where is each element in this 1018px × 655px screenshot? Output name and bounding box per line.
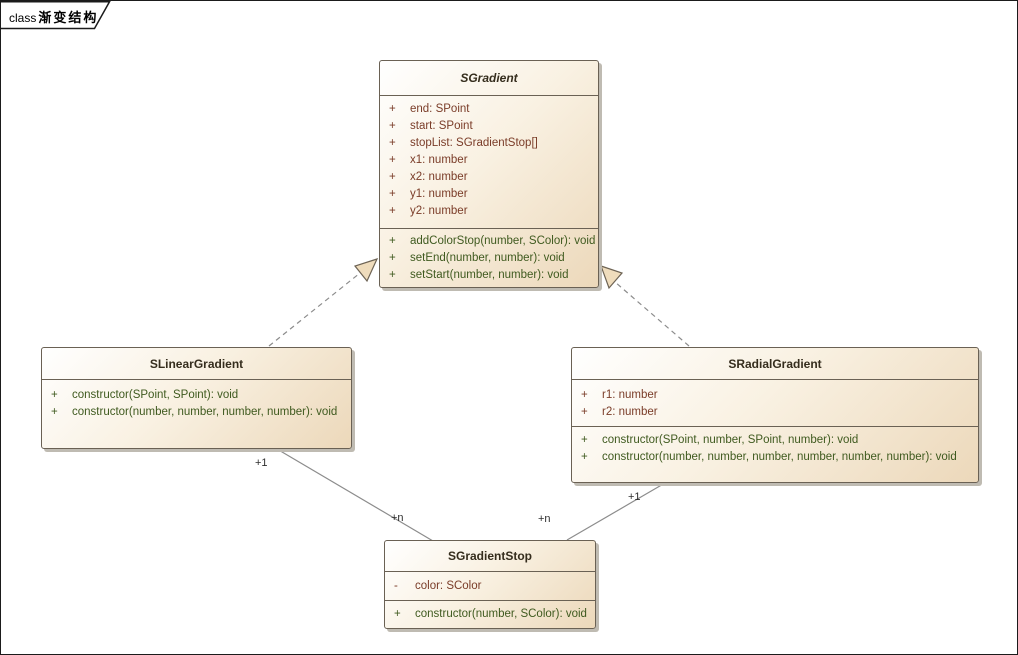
method-text: constructor(number, SColor): void (415, 608, 587, 620)
visibility-sign: + (389, 103, 396, 115)
attribute-row: + y1: number (380, 186, 598, 203)
attribute-row: + y2: number (380, 203, 598, 220)
class-title: SGradientStop (447, 549, 532, 563)
attribute-text: r1: number (602, 389, 658, 401)
attribute-row: + x2: number (380, 169, 598, 186)
attribute-row: + r2: number (572, 404, 978, 421)
class-box-sgradient[interactable]: SGradient + end: SPoint + start: SPoint + s… (379, 60, 599, 288)
method-text: setStart(number, number): void (410, 269, 569, 281)
attribute-text: y2: number (410, 205, 468, 217)
diagram-title: 渐变结构 (38, 10, 99, 25)
attribute-row: + r1: number (572, 387, 978, 404)
attribute-text: x1: number (410, 154, 468, 166)
visibility-sign: + (581, 389, 588, 401)
attribute-row: + x1: number (380, 152, 598, 169)
method-text: constructor(number, number, number, numb… (72, 406, 338, 418)
attributes-compartment: - color: SColor (385, 571, 595, 600)
attributes-compartment: + end: SPoint + start: SPoint + stopList: S… (380, 95, 598, 228)
visibility-sign: + (389, 252, 396, 264)
generalization-connector-radial[interactable] (614, 281, 690, 347)
association-connector-radial-stop[interactable] (566, 482, 666, 541)
method-text: addColorStop(number, SColor): void (410, 235, 596, 247)
visibility-sign: + (389, 137, 396, 149)
attribute-row: + end: SPoint (380, 101, 598, 118)
attribute-text: y1: number (410, 188, 468, 200)
method-row: + constructor(number, number, number, num… (572, 449, 978, 466)
multiplicity-label: +n (538, 513, 551, 525)
method-text: setEnd(number, number): void (410, 252, 565, 264)
visibility-sign: + (389, 154, 396, 166)
visibility-sign: + (389, 120, 396, 132)
visibility-sign: + (51, 406, 58, 418)
attribute-text: color: SColor (415, 580, 482, 592)
attribute-text: stopList: SGradientStop[] (410, 137, 538, 149)
methods-compartment: + constructor(SPoint, number, SPoint, num… (572, 426, 978, 482)
frame-keyword: class (9, 11, 37, 25)
generalization-arrowhead-icon (600, 265, 624, 290)
method-row: + constructor(SPoint, number, SPoint, num… (572, 432, 978, 449)
method-row: + constructor(number, number, number, num… (42, 404, 351, 421)
attribute-text: start: SPoint (410, 120, 473, 132)
method-text: constructor(SPoint, number, SPoint, numb… (602, 434, 859, 446)
class-box-sgradientstop[interactable]: SGradientStop - color: SColor + constructo… (384, 540, 596, 629)
attribute-row: - color: SColor (385, 578, 595, 595)
methods-compartment: + constructor(number, SColor): void (385, 600, 595, 628)
class-title: SGradient (460, 71, 518, 85)
attribute-text: end: SPoint (410, 103, 470, 115)
visibility-sign: + (389, 171, 396, 183)
visibility-sign: + (389, 235, 396, 247)
method-text: constructor(SPoint, SPoint): void (72, 389, 239, 401)
frame-tab-shape (1, 1, 111, 30)
generalization-connector-linear[interactable] (268, 272, 361, 347)
attributes-compartment: + r1: number + r2: number (572, 379, 978, 426)
method-row: + addColorStop(number, SColor): void (380, 233, 598, 250)
multiplicity-label: +1 (628, 491, 641, 503)
methods-compartment: + constructor(SPoint, SPoint): void + cons… (42, 379, 351, 448)
class-title: SLinearGradient (149, 356, 244, 371)
method-row: + setEnd(number, number): void (380, 250, 598, 267)
attribute-row: + stopList: SGradientStop[] (380, 135, 598, 152)
multiplicity-label: +n (391, 512, 404, 524)
visibility-sign: + (389, 205, 396, 217)
multiplicity-label: +1 (255, 457, 268, 469)
attribute-text: r2: number (602, 406, 658, 418)
visibility-sign: - (394, 580, 398, 592)
visibility-sign: + (581, 406, 588, 418)
visibility-sign: + (389, 188, 396, 200)
association-connector-linear-stop[interactable] (276, 448, 434, 542)
visibility-sign: + (394, 608, 401, 620)
attribute-row: + start: SPoint (380, 118, 598, 135)
generalization-arrowhead-icon (353, 258, 379, 283)
method-text: constructor(number, number, number, numb… (602, 451, 957, 463)
method-row: + setStart(number, number): void (380, 267, 598, 284)
method-row: + constructor(number, SColor): void (385, 606, 595, 623)
visibility-sign: + (581, 451, 588, 463)
class-box-slineargradient[interactable]: SLinearGradient + constructor(SPoint, SPo… (41, 347, 352, 449)
methods-compartment: + addColorStop(number, SColor): void + set… (380, 228, 598, 287)
visibility-sign: + (51, 389, 58, 401)
class-box-sradialgradient[interactable]: SRadialGradient +r1: number +r2: number … (571, 347, 979, 483)
method-row: + constructor(SPoint, SPoint): void (42, 387, 351, 404)
visibility-sign: + (389, 269, 396, 281)
visibility-sign: + (581, 434, 588, 446)
attribute-text: x2: number (410, 171, 468, 183)
class-title: SRadialGradient (728, 356, 822, 371)
